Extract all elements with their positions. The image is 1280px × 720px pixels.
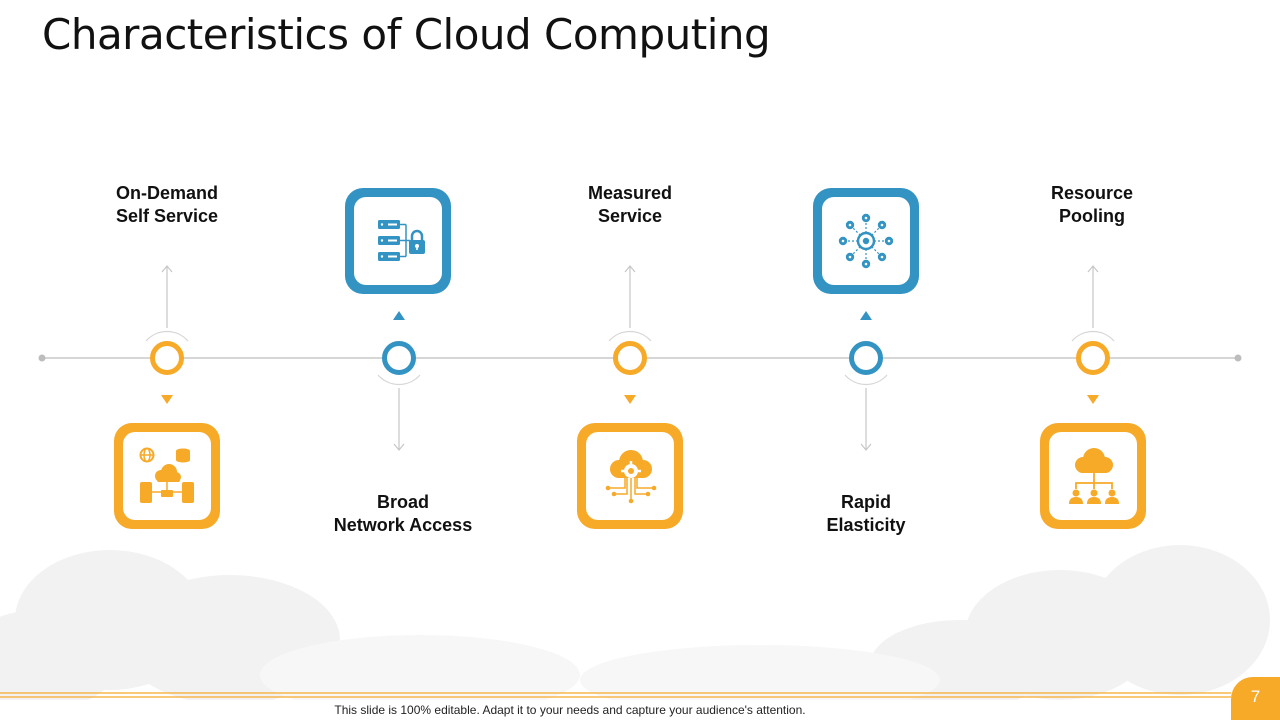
label-on-demand-self-service: On-Demand Self Service [57, 182, 277, 228]
timeline-node-4 [844, 311, 888, 451]
timeline-node-5 [1071, 265, 1115, 404]
timeline-node-2 [377, 311, 421, 451]
tile-on-demand-self-service [114, 423, 220, 529]
label-broad-network-access: Broad Network Access [293, 491, 513, 537]
tile-rapid-elasticity [813, 188, 919, 294]
label-line: Self Service [115, 206, 219, 226]
label-rapid-elasticity: Rapid Elasticity [756, 491, 976, 537]
footer-note: This slide is 100% editable. Adapt it to… [334, 703, 806, 717]
slide-title: Characteristics of Cloud Computing [42, 10, 771, 59]
page-number-badge: 7 [1231, 677, 1280, 720]
cloud-hierarchy-users-icon [1069, 448, 1119, 504]
background-clouds [0, 545, 1270, 700]
label-line: Service [597, 206, 663, 226]
cloud-gear-circuit-icon [605, 450, 657, 504]
label-line: Broad [376, 492, 429, 512]
timeline-end-dot [1234, 354, 1242, 362]
network-devices-cloud-icon [139, 447, 194, 503]
hub-network-icon [838, 213, 894, 269]
tile-resource-pooling [1040, 423, 1146, 529]
tile-measured-service [577, 423, 683, 529]
label-line: Pooling [1059, 206, 1125, 226]
label-measured-service: Measured Service [520, 182, 740, 228]
tile-broad-network-access [345, 188, 451, 294]
label-line: Rapid [840, 492, 891, 512]
server-lock-icon [378, 220, 425, 261]
footer-divider [0, 692, 1231, 698]
timeline-node-3 [608, 265, 652, 404]
timeline-node-1 [145, 265, 189, 404]
timeline-start-dot [38, 354, 46, 362]
label-line: Resource [1050, 183, 1134, 203]
label-line: Network Access [333, 515, 473, 535]
label-line: Measured [587, 183, 673, 203]
label-line: Elasticity [826, 515, 906, 535]
label-line: On-Demand [115, 183, 218, 203]
label-resource-pooling: Resource Pooling [982, 182, 1202, 228]
